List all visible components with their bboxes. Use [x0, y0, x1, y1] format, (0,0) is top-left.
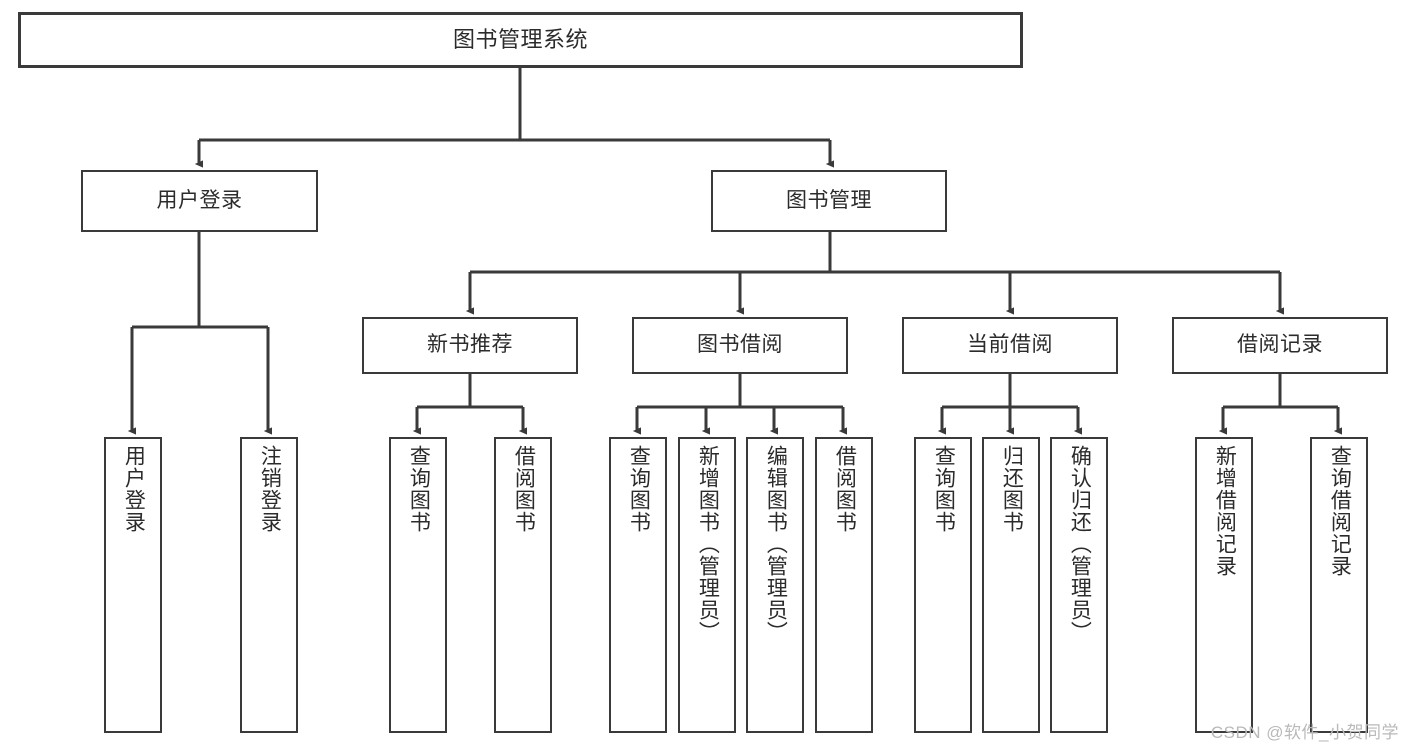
- node-leaf-borrow-book-2[interactable]: 借阅图书: [815, 437, 873, 733]
- node-leaf-query-book-3-label: 查询图书: [932, 445, 956, 533]
- node-leaf-query-book-2[interactable]: 查询图书: [609, 437, 667, 733]
- node-user-login-label: 用户登录: [156, 188, 243, 212]
- node-user-login[interactable]: 用户登录: [81, 170, 318, 232]
- node-leaf-return-book[interactable]: 归还图书: [982, 437, 1040, 733]
- node-root-label: 图书管理系统: [452, 27, 588, 53]
- node-current-borrow[interactable]: 当前借阅: [902, 317, 1118, 374]
- node-leaf-query-record-label: 查询借阅记录: [1328, 445, 1352, 577]
- node-borrow-record[interactable]: 借阅记录: [1172, 317, 1388, 374]
- node-new-book-rec[interactable]: 新书推荐: [362, 317, 578, 374]
- node-book-manage-label: 图书管理: [786, 188, 872, 212]
- node-leaf-logout-label: 注销登录: [258, 445, 282, 533]
- node-leaf-add-book[interactable]: 新增图书（管理员）: [678, 437, 736, 733]
- node-book-borrow[interactable]: 图书借阅: [632, 317, 848, 374]
- node-leaf-add-book-label: 新增图书（管理员）: [696, 445, 720, 643]
- node-book-manage[interactable]: 图书管理: [711, 170, 947, 232]
- node-leaf-add-record[interactable]: 新增借阅记录: [1195, 437, 1253, 733]
- node-leaf-edit-book[interactable]: 编辑图书（管理员）: [746, 437, 804, 733]
- node-leaf-edit-book-label: 编辑图书（管理员）: [764, 445, 788, 643]
- node-leaf-logout[interactable]: 注销登录: [240, 437, 298, 733]
- node-leaf-query-record[interactable]: 查询借阅记录: [1310, 437, 1368, 733]
- node-leaf-query-book-2-label: 查询图书: [627, 445, 651, 533]
- watermark: CSDN @软件_小贺同学: [1210, 723, 1399, 742]
- node-book-borrow-label: 图书借阅: [697, 333, 783, 357]
- node-new-book-rec-label: 新书推荐: [427, 333, 513, 357]
- node-root[interactable]: 图书管理系统: [18, 12, 1023, 68]
- node-borrow-record-label: 借阅记录: [1237, 333, 1323, 357]
- node-leaf-confirm-return-label: 确认归还（管理员）: [1068, 445, 1092, 643]
- node-leaf-return-book-label: 归还图书: [1000, 445, 1024, 533]
- node-leaf-query-book-3[interactable]: 查询图书: [914, 437, 972, 733]
- node-current-borrow-label: 当前借阅: [967, 333, 1053, 357]
- node-leaf-confirm-return[interactable]: 确认归还（管理员）: [1050, 437, 1108, 733]
- node-leaf-borrow-book-1[interactable]: 借阅图书: [494, 437, 552, 733]
- node-leaf-query-book-1-label: 查询图书: [407, 445, 431, 533]
- node-leaf-user-login-label: 用户登录: [122, 445, 146, 533]
- node-leaf-borrow-book-2-label: 借阅图书: [833, 445, 857, 533]
- node-leaf-user-login[interactable]: 用户登录: [104, 437, 162, 733]
- node-leaf-borrow-book-1-label: 借阅图书: [512, 445, 536, 533]
- node-leaf-query-book-1[interactable]: 查询图书: [389, 437, 447, 733]
- node-leaf-add-record-label: 新增借阅记录: [1213, 445, 1237, 577]
